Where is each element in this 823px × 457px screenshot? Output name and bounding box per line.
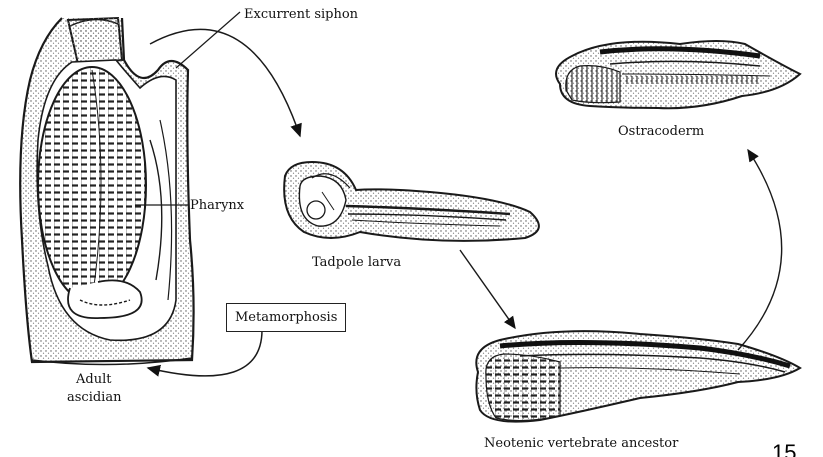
adult-ascidian-figure xyxy=(20,18,193,365)
arrow-tadpole-to-neotenic xyxy=(460,250,515,328)
excurrent-siphon-leader xyxy=(176,12,240,68)
neotenic-ancestor-figure xyxy=(476,331,800,422)
label-excurrent-siphon: Excurrent siphon xyxy=(244,7,358,22)
tadpole-larva-figure xyxy=(284,162,539,241)
page-number: 15 xyxy=(772,440,796,457)
label-ascidian: ascidian xyxy=(67,390,121,405)
arrow-neotenic-to-ostracoderm xyxy=(738,150,782,350)
label-metamorphosis: Metamorphosis xyxy=(226,303,346,332)
ostracoderm-figure xyxy=(556,41,800,108)
label-adult: Adult xyxy=(76,372,111,387)
label-tadpole-larva: Tadpole larva xyxy=(312,255,401,270)
label-ostracoderm: Ostracoderm xyxy=(618,124,704,139)
label-neotenic-ancestor: Neotenic vertebrate ancestor xyxy=(484,436,678,451)
label-pharynx: Pharynx xyxy=(190,198,244,213)
